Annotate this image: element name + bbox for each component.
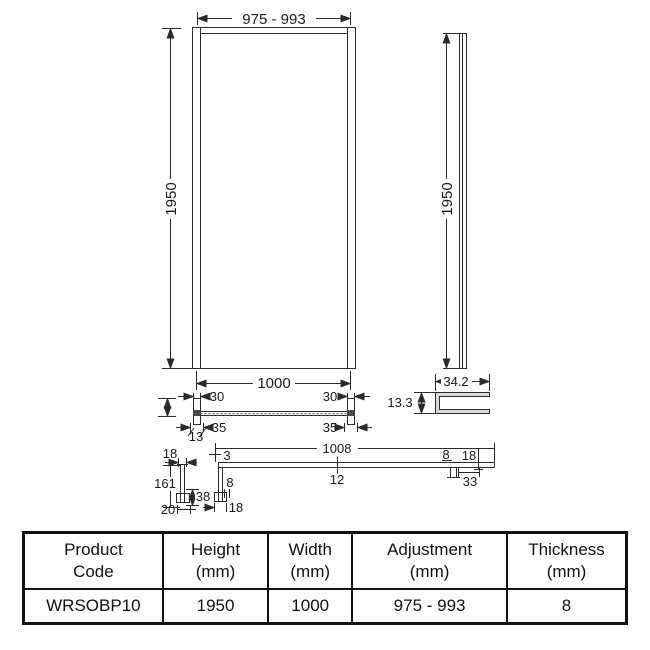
dim-front-height-label: 1950: [163, 182, 180, 215]
header-line: (mm): [409, 562, 450, 581]
dim-plan-right-overlap-label: 30: [323, 389, 337, 404]
dim-bracket-clamp-label: 38: [196, 489, 210, 504]
col-header-height: Height (mm): [161, 531, 270, 590]
dim-bar-length-label: 1008: [323, 441, 352, 456]
dim-channel-width-label: 34.2: [443, 374, 468, 389]
header-line: Thickness: [528, 539, 605, 559]
cell-adjustment: 975 - 993: [351, 588, 509, 625]
header-line: (mm): [546, 562, 587, 581]
dim-bar-gap-label: 3: [223, 448, 230, 463]
col-header-adjustment: Adjustment (mm): [351, 531, 509, 590]
dim-front-adjustment-label: 975 - 993: [242, 11, 305, 28]
header-line: (mm): [195, 562, 236, 581]
header-line: Code: [73, 562, 114, 581]
drawing-canvas: 975 - 993 1950 1000 1950 34.2 13.3: [152, 11, 495, 517]
header-line: Width: [288, 539, 332, 559]
dim-front-width-label: 1000: [257, 375, 290, 392]
cell-width: 1000: [267, 588, 354, 625]
cell-product-code: WRSOBP10: [22, 588, 164, 625]
dim-bracket-top-width-label: 18: [163, 446, 177, 461]
dim-bar-right-height-label: 18: [462, 448, 476, 463]
header-line: Product: [64, 539, 123, 559]
wall-channel-profile-drawing: 34.2 13.3: [387, 374, 491, 415]
dim-bar-right-offset-label: 33: [463, 474, 477, 489]
cell-thickness: 8: [506, 588, 628, 625]
dim-channel-depth-label: 13.3: [387, 395, 412, 410]
dim-plan-left-overlap-label: 30: [210, 389, 224, 404]
header-line: Height: [190, 539, 241, 559]
col-header-width: Width (mm): [267, 531, 354, 590]
col-header-product-code: Product Code: [22, 531, 164, 590]
side-view-drawing: 1950: [439, 32, 467, 370]
dim-plan-offset-label: 13: [189, 429, 203, 444]
support-bar-drawing: 1008 3 8 18 12 8 18 33: [203, 441, 495, 515]
front-view-drawing: 975 - 993 1950 1000: [162, 11, 356, 392]
dim-bar-height-label: 12: [330, 472, 344, 487]
dim-side-height-label: 1950: [439, 182, 456, 215]
spec-table-header-row: Product Code Height (mm) Width (mm) Adju…: [22, 531, 628, 590]
plan-view-drawing: 30 30 35 35 13: [158, 389, 372, 444]
dim-bar-left-clamp-label: 8: [226, 475, 233, 490]
cell-height: 1950: [161, 588, 270, 625]
header-line: (mm): [290, 562, 331, 581]
header-line: Adjustment: [387, 539, 473, 559]
spec-table: Product Code Height (mm) Width (mm) Adju…: [22, 531, 628, 625]
dim-bracket-base-label: 20: [161, 502, 175, 517]
bracket-detail-drawing: 18 161 38 20: [152, 446, 212, 517]
dim-plan-left-profile-label: 35: [212, 420, 226, 435]
dim-bracket-height-label: 161: [154, 476, 176, 491]
dim-bar-left-base-label: 18: [229, 500, 243, 515]
dim-plan-right-profile-label: 35: [323, 420, 337, 435]
col-header-thickness: Thickness (mm): [506, 531, 628, 590]
dim-bar-right-clamp-label: 8: [442, 447, 449, 462]
spec-table-data-row: WRSOBP10 1950 1000 975 - 993 8: [22, 588, 628, 625]
